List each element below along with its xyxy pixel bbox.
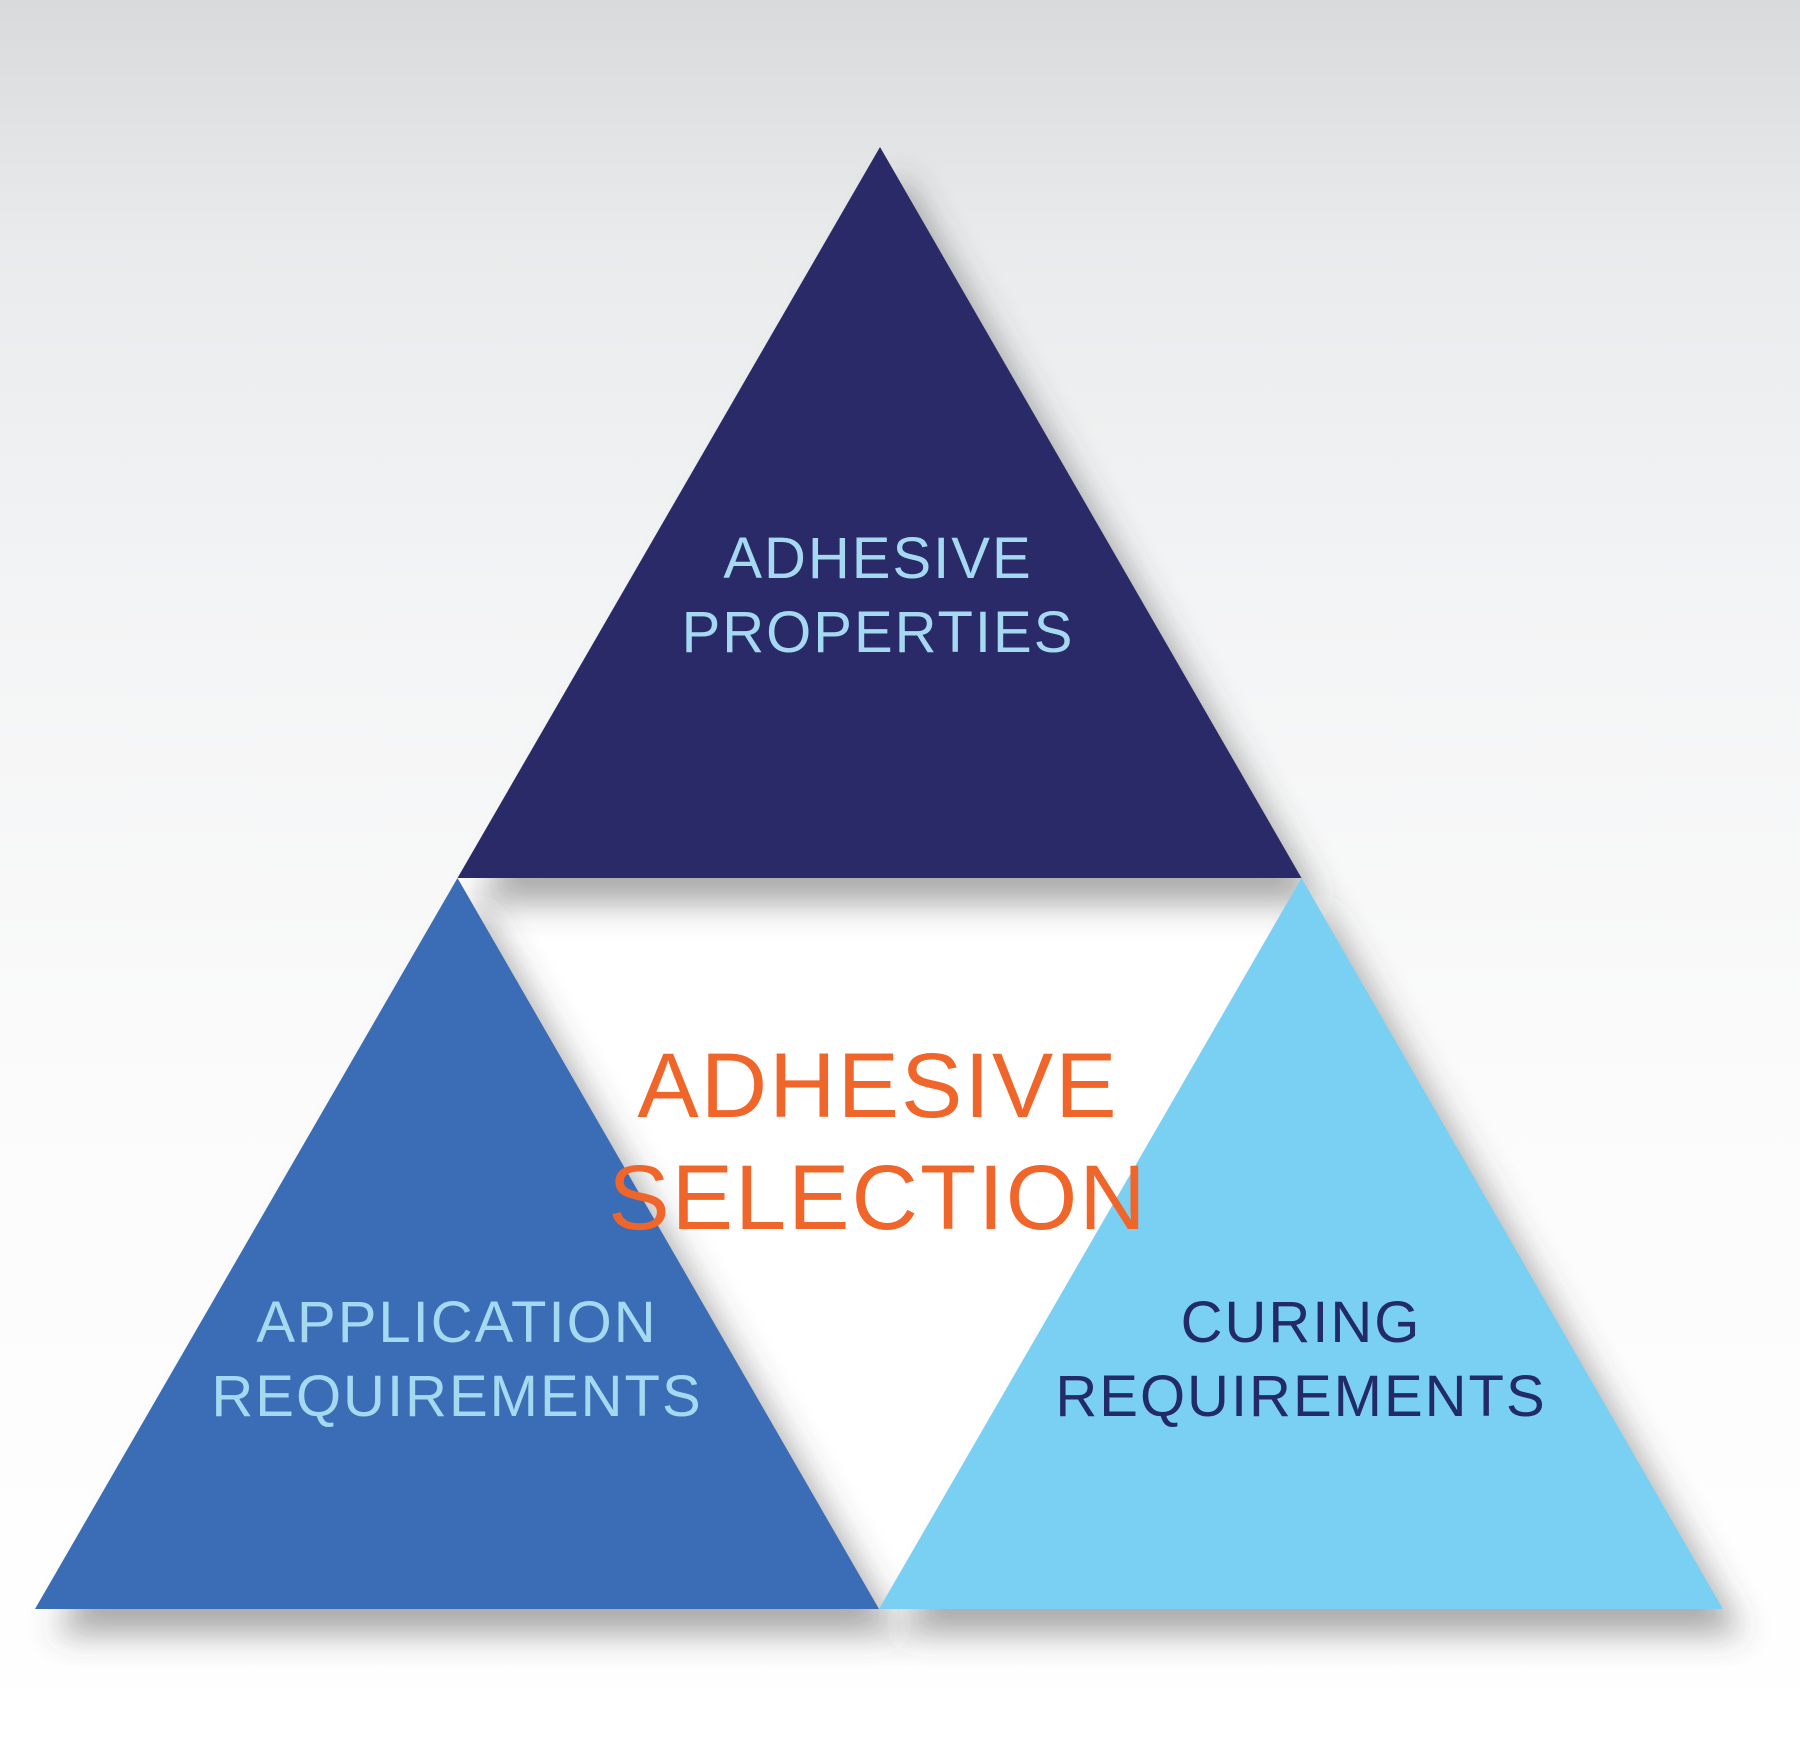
center-triangle [457, 878, 1302, 1609]
top-triangle [457, 147, 1302, 878]
bottom-left-triangle-label: APPLICATION REQUIREMENTS [211, 1290, 703, 1429]
top-triangle-label: ADHESIVE PROPERTIES [681, 526, 1075, 665]
bottom-left-triangle [35, 878, 879, 1609]
bottom-right-triangle [879, 878, 1723, 1609]
bottom-right-triangle-label: CURING REQUIREMENTS [1055, 1290, 1547, 1429]
center-triangle-label: ADHESIVE SELECTION [608, 1035, 1148, 1249]
